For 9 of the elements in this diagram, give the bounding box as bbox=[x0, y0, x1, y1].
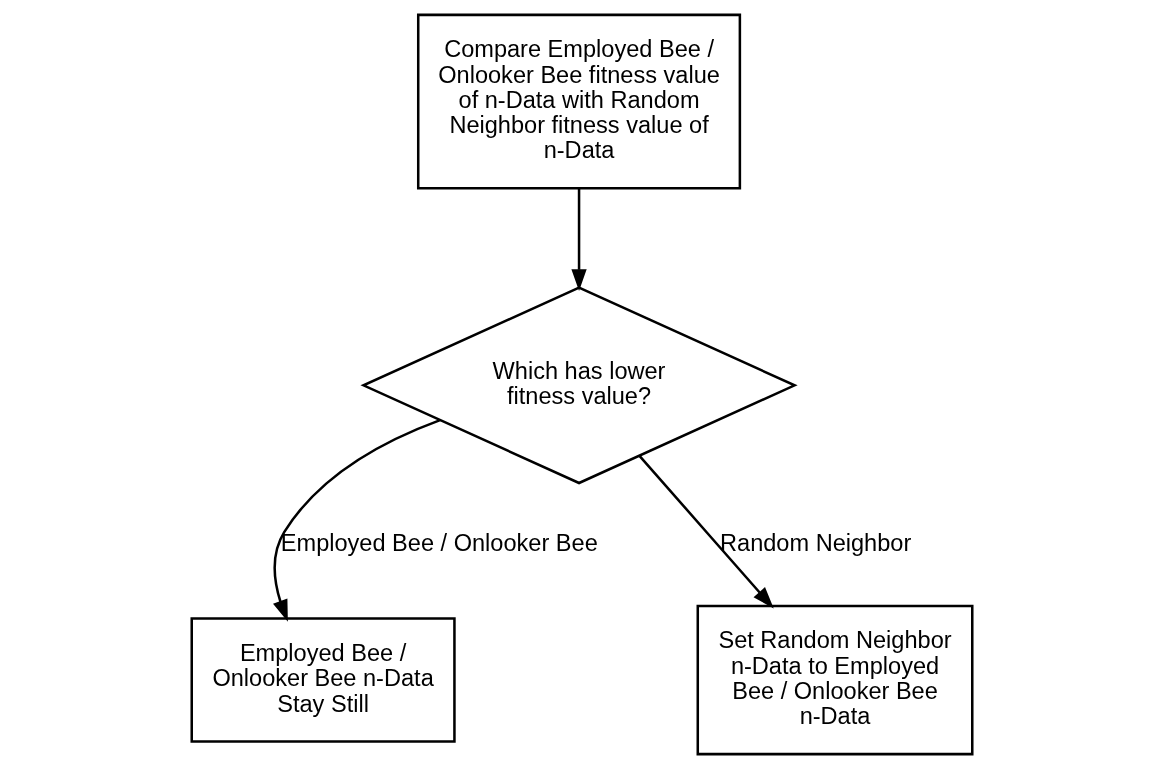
node-box: Employed Bee / Onlooker Bee n-Data Stay Still bbox=[189, 617, 456, 743]
arrow bbox=[638, 455, 774, 609]
arrow bbox=[570, 188, 587, 292]
arrow bbox=[272, 418, 441, 622]
node-box: Compare Employed Bee / Onlooker Bee fitness value of n-Data with Random Neighbor fitness value of n-Data bbox=[416, 13, 741, 190]
node-box: Set Random Neighbor n-Data to Employed Bee / Onlooker Bee n-Data bbox=[696, 604, 974, 756]
node-diamond: Which has lower fitness value? bbox=[359, 286, 798, 485]
edge-label: Employed Bee / Onlooker Bee bbox=[280, 529, 598, 556]
edge-label: Random Neighbor bbox=[719, 529, 911, 556]
